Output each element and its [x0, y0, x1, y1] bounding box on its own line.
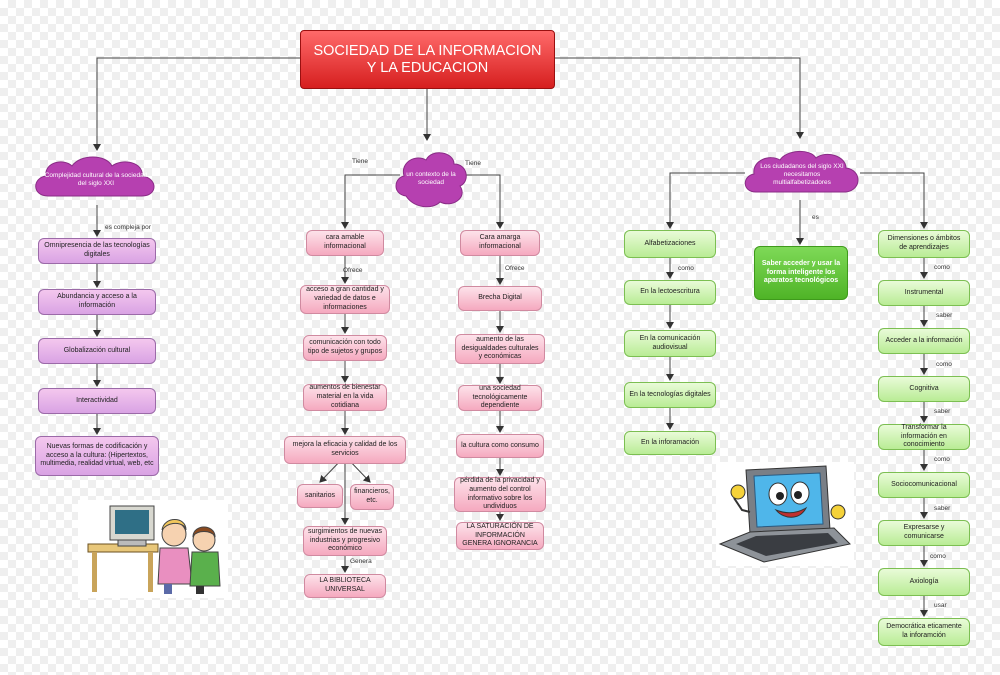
- connector-label: es compleja por: [105, 224, 151, 231]
- cloud-shape: [395, 152, 467, 208]
- node-surgimiento: surgimientos de nuevas industrias y prog…: [303, 526, 387, 556]
- node-desigualdades: aumento de las desigualdades culturales …: [455, 334, 545, 364]
- cloud-complejidad: Complejidad cultural de la sociedad del …: [30, 152, 162, 208]
- node-dimensiones: Dimensiones o ámbitos de aprendizajes: [878, 230, 970, 258]
- ofrece-label: Ofrece: [343, 267, 363, 274]
- dim-connector-1: como: [934, 264, 950, 271]
- node-brecha-digital: Brecha Digital: [458, 286, 542, 311]
- node-democratica: Democrática eticamente la inforamción: [878, 618, 970, 646]
- node-cognitiva: Cognitiva: [878, 376, 970, 402]
- node-omnipresencia: Omnipresencia de las tecnologías digital…: [38, 238, 156, 264]
- cloud-shape: [35, 156, 155, 197]
- node-bienestar: aumentos de bienestar material en la vid…: [303, 384, 387, 411]
- node-globalizacion: Globalización cultural: [38, 338, 156, 364]
- title-box: SOCIEDAD DE LA INFORMACION Y LA EDUCACIO…: [300, 30, 555, 89]
- node-acceso-datos: acceso a gran cantidad y variedad de dat…: [300, 285, 390, 314]
- dim-connector-5: como: [934, 456, 950, 463]
- node-transformar: Transformar la información en conocimien…: [878, 424, 970, 450]
- ofrece-label: Ofrece: [505, 265, 525, 272]
- kids-computer-illustration: [78, 500, 228, 598]
- dim-connector-4: saber: [934, 408, 951, 415]
- es-label: es: [812, 214, 819, 221]
- node-tecnologias: En la tecnologías digitales: [624, 382, 716, 408]
- node-nuevas-formas: Nuevas formas de codificación y acceso a…: [35, 436, 159, 476]
- dim-connector-3: como: [936, 361, 952, 368]
- node-cara-amable: cara amable informacional: [306, 230, 384, 256]
- dim-connector-2: saber: [936, 312, 953, 319]
- tiene-left-label: Tiene: [352, 158, 369, 165]
- title-line-1: SOCIEDAD DE LA INFORMACION: [313, 42, 542, 59]
- title-line-2: Y LA EDUCACION: [366, 59, 489, 76]
- node-interactividad: Interactividad: [38, 388, 156, 414]
- dim-connector-8: usar: [934, 602, 947, 609]
- genera-label: Genera: [350, 558, 372, 565]
- node-financieros: financieros, etc.: [350, 484, 394, 510]
- tiene-right-label: Tiene: [465, 160, 482, 167]
- como-label: como: [678, 265, 694, 272]
- node-alfabetizaciones: Alfabetizaciones: [624, 230, 716, 258]
- node-sanitarios: sanitarios: [297, 484, 343, 508]
- node-saber-acceder: Saber acceder y usar la forma inteligent…: [754, 246, 848, 300]
- node-lectoescritura: En la lectoescritura: [624, 280, 716, 305]
- node-biblioteca: LA BIBLIOTECA UNIVERSAL: [304, 574, 386, 598]
- node-abundancia: Abundancia y acceso a la información: [38, 289, 156, 315]
- node-instrumental: Instrumental: [878, 280, 970, 306]
- cloud-label: un contexto de la sociedad: [406, 170, 456, 186]
- node-cara-amarga: Cara amarga informacional: [460, 230, 540, 256]
- node-saturacion: LA SATURACIÓN DE INFORMACIÓN GENERA IGNO…: [456, 522, 544, 550]
- node-dependiente: una sociedad tecnológicamente dependient…: [458, 385, 542, 411]
- laptop-mascot-illustration: [716, 462, 854, 566]
- node-eficacia: mejora la eficacia y calidad de los serv…: [284, 436, 406, 464]
- dim-connector-7: como: [930, 553, 946, 560]
- node-axiologia: Axiología: [878, 568, 970, 596]
- cloud-label: Complejidad cultural de la sociedad del …: [44, 171, 148, 187]
- node-comunicacion: comunicación con todo tipo de sujetos y …: [303, 335, 387, 361]
- node-expresarse: Expresarse y comunicarse: [878, 520, 970, 546]
- cloud-label: Los ciudadanos del siglo XXI necesitamos…: [760, 162, 844, 187]
- node-audiovisual: En la comunicación audiovisual: [624, 330, 716, 357]
- cloud-ciudadanos: Los ciudadanos del siglo XXI necesitamos…: [740, 148, 864, 202]
- node-acceder-informacion: Acceder a la información: [878, 328, 970, 354]
- cloud-contexto: un contexto de la sociedad: [392, 148, 470, 210]
- dim-connector-6: saber: [934, 505, 951, 512]
- cloud-shape: [744, 151, 859, 193]
- node-privacidad: pérdida de la privacidad y aumento del c…: [454, 477, 546, 512]
- node-inforamacion: En la inforamación: [624, 431, 716, 455]
- node-sociocomunicacional: Sociocomunicacional: [878, 472, 970, 498]
- node-cultura-consumo: la cultura como consumo: [456, 434, 544, 458]
